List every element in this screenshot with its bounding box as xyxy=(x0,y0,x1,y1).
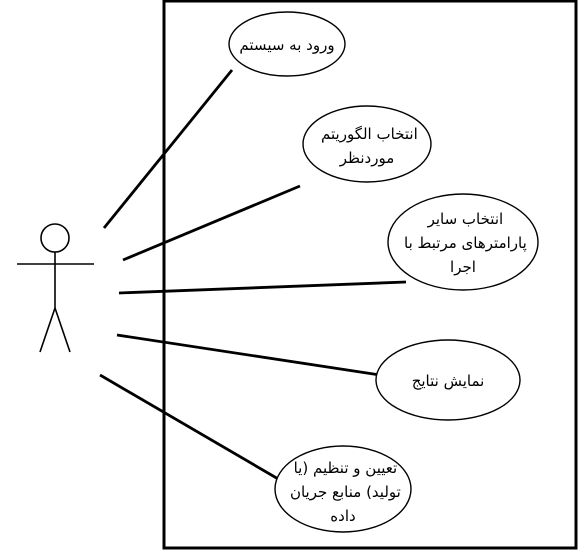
use-case-data-sources xyxy=(274,445,412,533)
use-case-data-sources-line-2: تولید) منابع جریان xyxy=(290,483,401,501)
use-case-select-parameters-label: انتخاب سایر پارامترهای مرتبط با اجرا xyxy=(399,210,527,276)
use-case-show-results-line-1: نمایش نتایج xyxy=(412,372,485,390)
use-case-select-parameters-line-1: انتخاب سایر xyxy=(427,210,504,228)
use-case-login xyxy=(228,11,346,77)
use-case-select-algorithm-label: انتخاب الگوریتم موردنظر xyxy=(316,125,418,167)
system-boundary xyxy=(162,0,578,550)
association-line-data-sources xyxy=(99,373,293,489)
use-case-select-parameters xyxy=(387,193,539,291)
actor-left-leg xyxy=(39,307,56,353)
use-case-select-algorithm xyxy=(302,105,432,183)
association-line-select-algorithm xyxy=(122,184,301,262)
use-case-select-algorithm-line-2: موردنظر xyxy=(339,149,394,167)
use-case-login-line-1: ورود به سیستم xyxy=(239,36,334,54)
use-case-select-parameters-line-3: اجرا xyxy=(450,258,476,276)
use-case-show-results xyxy=(375,339,521,421)
association-line-show-results xyxy=(116,333,381,377)
use-case-data-sources-line-1: تعیین و تنظیم (یا xyxy=(294,459,398,477)
actor-icon xyxy=(17,223,94,353)
association-line-select-parameters xyxy=(118,280,407,295)
association-line-login xyxy=(102,69,234,229)
use-case-select-algorithm-line-1: انتخاب الگوریتم xyxy=(321,125,418,143)
use-case-select-parameters-line-2: پارامترهای مرتبط با xyxy=(404,234,527,253)
use-case-data-sources-label: تعیین و تنظیم (یا تولید) منابع جریان داد… xyxy=(285,459,401,525)
use-case-data-sources-line-3: داده xyxy=(330,507,355,525)
actor-head xyxy=(40,223,70,253)
actor-right-leg xyxy=(54,307,71,353)
use-case-login-label: ورود به سیستم xyxy=(239,36,334,54)
use-case-show-results-label: نمایش نتایج xyxy=(412,372,485,390)
